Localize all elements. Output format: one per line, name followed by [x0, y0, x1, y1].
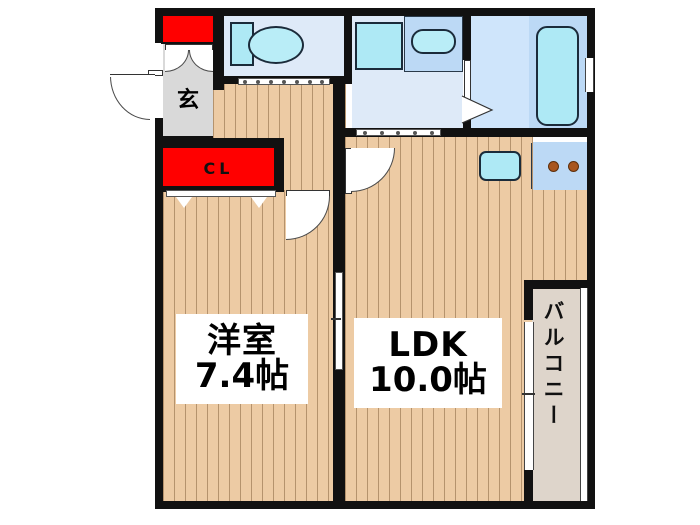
balcony-label: バルコニー — [541, 300, 565, 430]
kitchen-counter-divider — [531, 143, 532, 189]
room-label-western: 洋室 7.4帖 — [176, 314, 308, 404]
balcony-railing — [580, 288, 588, 501]
entrance-door-swing[interactable] — [110, 76, 150, 120]
wall-closet-top — [155, 138, 280, 148]
closet-sliding-door[interactable] — [166, 190, 276, 197]
closet-label: CL — [203, 158, 234, 178]
wall-washroom-bathroom — [463, 8, 471, 60]
burner-right-icon — [567, 160, 579, 172]
closet-door-arrow-left — [176, 197, 192, 208]
wash-basin — [411, 29, 456, 54]
slide-track-dot — [243, 79, 248, 84]
room-label-ldk: LDK 10.0帖 — [354, 318, 502, 408]
wall-left-room — [155, 146, 163, 509]
gas-stove — [543, 160, 583, 172]
slide-track-dot — [294, 79, 299, 84]
wall-waterarea-bottom — [344, 128, 595, 137]
bathroom-window[interactable] — [585, 58, 594, 92]
toilet-sliding-door[interactable] — [238, 78, 330, 85]
slide-track-dot — [281, 79, 286, 84]
room-name-ldk: LDK — [388, 325, 468, 366]
wall-ldk-balcony-divider-bottom — [524, 470, 533, 509]
wall-left-upper — [155, 8, 163, 43]
toilet-bowl — [248, 26, 304, 64]
wall-left-genkan-lower — [155, 118, 163, 148]
wall-closet-bottom — [155, 186, 284, 192]
slide-track-dot — [413, 130, 418, 135]
slide-track-dot — [307, 79, 312, 84]
balcony-door-handle — [522, 393, 535, 395]
room-partition-sliding-door[interactable] — [335, 272, 343, 370]
wall-closet-right — [274, 138, 284, 190]
wall-genkan-right — [213, 8, 224, 90]
wall-bottom — [155, 501, 595, 509]
room-partition-door-handle — [331, 318, 341, 320]
balcony-label-wrap: バルコニー — [538, 300, 568, 490]
wall-balcony-left-stub — [524, 280, 533, 320]
wall-ldk-right — [524, 280, 533, 288]
ldk-floor-kitchen-side — [466, 190, 587, 284]
closet-block: CL — [161, 146, 276, 190]
shoe-box — [161, 14, 216, 44]
bathtub — [536, 26, 579, 126]
wall-balcony-top — [524, 280, 595, 289]
room-size-western: 7.4帖 — [194, 356, 290, 396]
slide-track-dot — [320, 79, 325, 84]
slide-track-dot — [379, 130, 384, 135]
slide-track-dot — [269, 79, 274, 84]
slide-track-dot — [363, 130, 368, 135]
entrance-door-leaf[interactable] — [148, 70, 163, 76]
kitchen-sink — [479, 151, 521, 181]
burner-left-icon — [547, 160, 559, 172]
wall-hallway-ldk — [333, 84, 345, 190]
wall-toilet-washroom — [344, 8, 352, 84]
closet-door-arrow-right — [251, 197, 267, 208]
slide-track-dot — [429, 130, 434, 135]
entrance-door-frame-top — [110, 74, 155, 77]
room-size-ldk: 10.0帖 — [369, 360, 487, 400]
wall-top — [155, 8, 595, 16]
slide-track-dot — [396, 130, 401, 135]
genkan-label: 玄 — [176, 88, 199, 113]
balcony-sliding-door[interactable] — [524, 322, 534, 470]
slide-track-dot — [256, 79, 261, 84]
washroom-sliding-door[interactable] — [356, 129, 441, 136]
washing-machine-pan — [355, 22, 403, 70]
bathroom-door-swing[interactable] — [460, 94, 494, 124]
wall-right — [587, 8, 595, 509]
room-name-western: 洋室 — [207, 321, 277, 362]
